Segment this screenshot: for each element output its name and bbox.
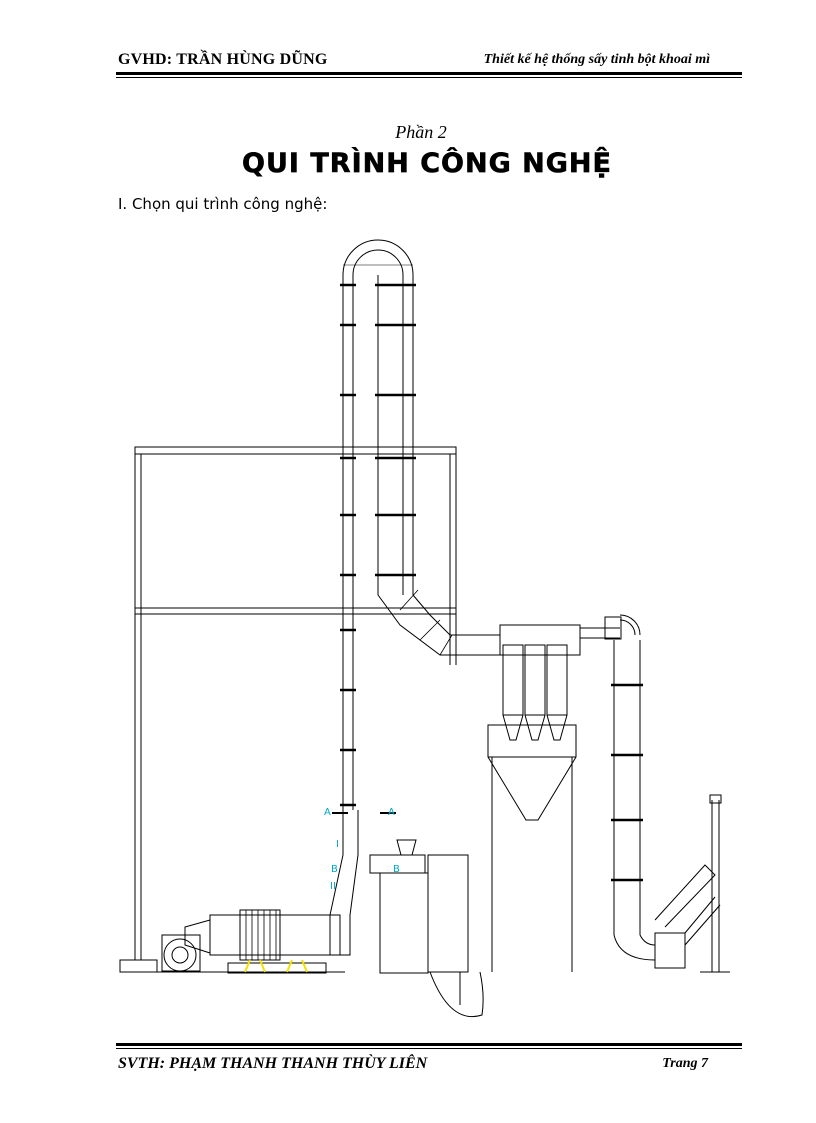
collection-hopper xyxy=(487,724,577,972)
return-duct xyxy=(611,640,721,969)
cyclone-battery xyxy=(499,614,641,741)
section-mark-a-right: A xyxy=(388,807,395,818)
mark-b-left: B xyxy=(331,864,338,875)
riser-ducts xyxy=(340,239,500,810)
mark-b-right: B xyxy=(393,864,400,875)
support-frame xyxy=(119,446,457,973)
footer-student: SVTH: PHẠM THANH THANH THÙY LIÊN xyxy=(118,1055,428,1072)
header-supervisor: GVHD: TRẦN HÙNG DŨNG xyxy=(118,51,328,68)
section-heading: I. Chọn qui trình công nghệ: xyxy=(118,195,328,213)
part-label: Phần 2 xyxy=(395,122,447,142)
footer-rule-thick xyxy=(116,1043,742,1046)
header-thesis-title: Thiết kế hệ thống sấy tinh bột khoai mì xyxy=(483,52,710,67)
feeder-stand xyxy=(369,839,484,1017)
mark-i: I xyxy=(336,839,339,850)
drying-system-drawing: A A I B B II xyxy=(119,239,730,1017)
section-mark-a-left: A xyxy=(324,807,331,818)
air-heater-assembly xyxy=(120,810,359,974)
section-marks: A A I B B II xyxy=(324,807,400,892)
exhaust-stack xyxy=(700,794,730,973)
header-rule-thin xyxy=(116,77,742,78)
chapter-title: QUI TRÌNH CÔNG NGHỆ xyxy=(242,148,612,180)
header-rule-thick xyxy=(116,72,742,75)
mark-ii: II xyxy=(330,881,336,892)
footer-page-number: Trang 7 xyxy=(662,1056,708,1071)
footer-rule-thin xyxy=(116,1048,742,1049)
